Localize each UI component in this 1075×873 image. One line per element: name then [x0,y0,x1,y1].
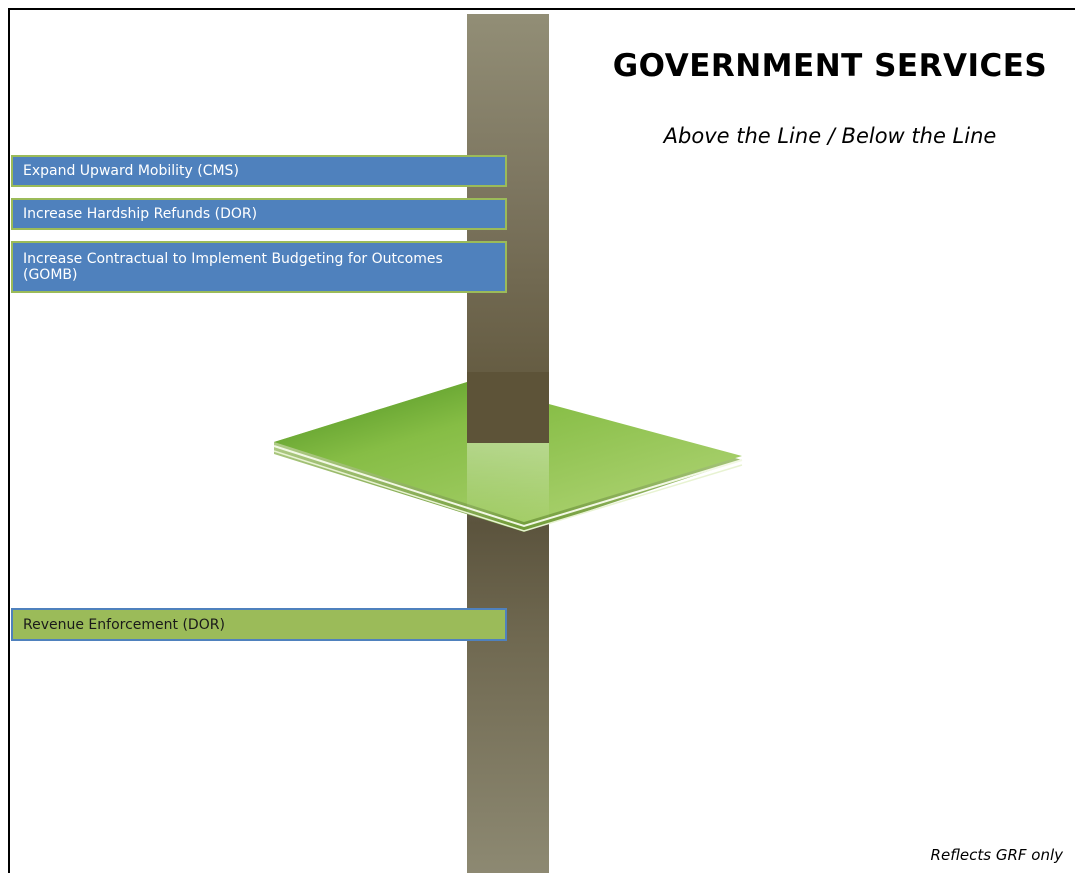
below-line-item-label: Revenue Enforcement (DOR) [23,616,225,633]
footnote: Reflects GRF only [930,846,1063,864]
pole-lower-section [467,505,549,873]
above-line-item-label: Expand Upward Mobility (CMS) [23,163,239,179]
above-line-item: Increase Contractual to Implement Budget… [11,241,507,293]
above-line-item: Increase Hardship Refunds (DOR) [11,198,507,230]
above-line-item-label: Increase Contractual to Implement Budget… [23,251,443,283]
slide-border-top [9,8,1075,10]
slide-subtitle: Above the Line / Below the Line [663,124,997,148]
slide-title: GOVERNMENT SERVICES [612,48,1048,84]
below-line-item: Revenue Enforcement (DOR) [11,608,507,641]
dividing-line-plate [273,372,743,532]
above-line-item: Expand Upward Mobility (CMS) [11,155,507,187]
above-line-item-label: Increase Hardship Refunds (DOR) [23,206,258,222]
slide-border-left [8,8,10,873]
